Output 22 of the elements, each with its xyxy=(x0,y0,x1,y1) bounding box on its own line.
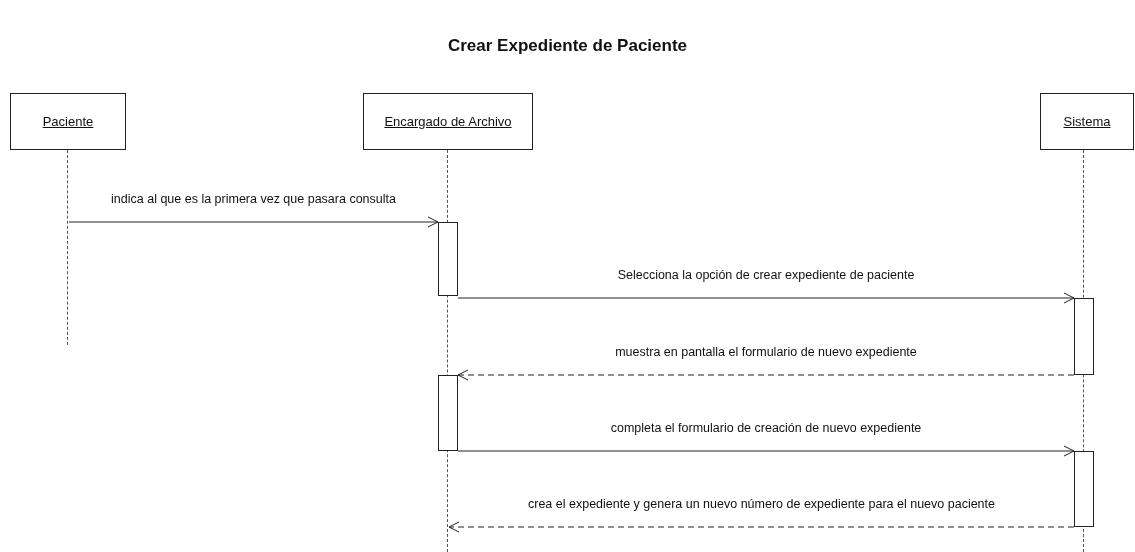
participant-box xyxy=(363,93,533,150)
participant-box xyxy=(10,93,126,150)
participant-name: Paciente xyxy=(42,114,94,129)
message-arrow xyxy=(457,445,1075,457)
activation-bar xyxy=(438,375,458,451)
message-label: muestra en pantalla el formulario de nuevo expediente xyxy=(613,345,919,359)
message-label: Selecciona la opción de crear expediente de paciente xyxy=(615,268,917,282)
lifeline xyxy=(67,150,69,345)
participant-name: Sistema xyxy=(1063,114,1111,129)
activation-bar xyxy=(1074,298,1094,375)
message-label: crea el expediente y genera un nuevo número de expediente para el nuevo paciente xyxy=(526,497,997,511)
diagram-title: Crear Expediente de Paciente xyxy=(447,36,687,55)
message-label: completa el formulario de creación de nuevo expediente xyxy=(608,421,924,435)
message-arrow xyxy=(457,369,1075,381)
activation-bar xyxy=(1074,451,1094,527)
message-arrow xyxy=(68,216,439,228)
participant-box xyxy=(1040,93,1134,150)
message-arrow xyxy=(457,292,1075,304)
participant-name: Encargado de Archivo xyxy=(384,114,512,129)
activation-bar xyxy=(438,222,458,296)
message-label: indica al que es la primera vez que pasara consulta xyxy=(109,192,398,206)
message-arrow xyxy=(448,521,1075,533)
